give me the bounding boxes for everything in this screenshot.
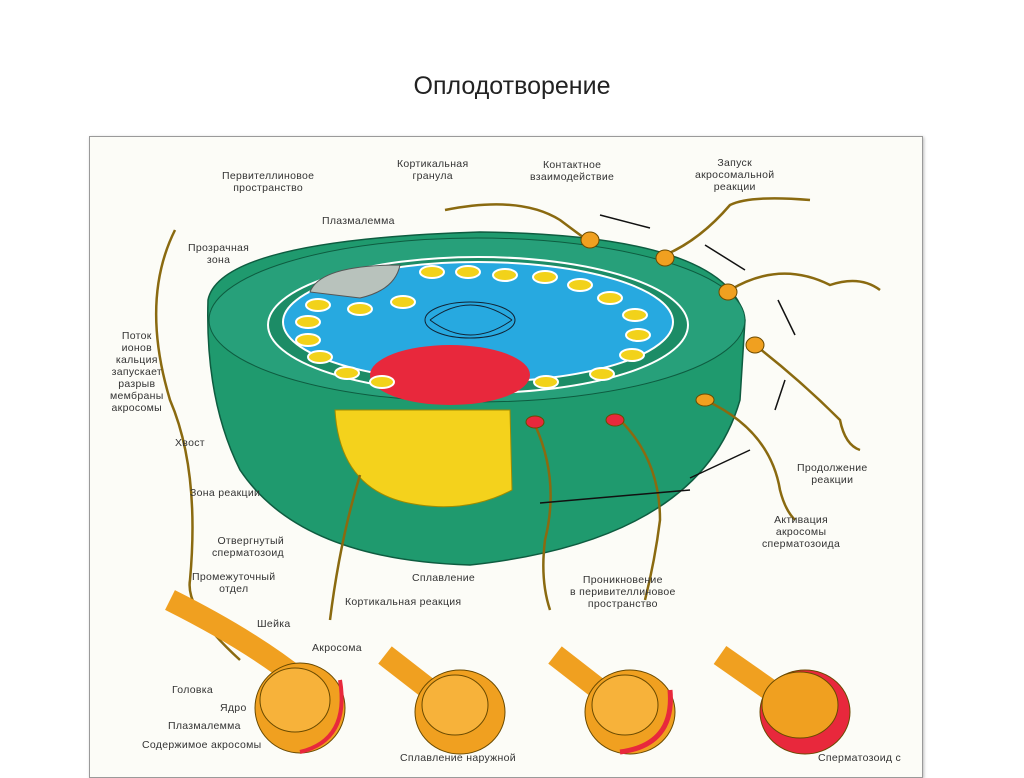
label-nucleus: Ядро bbox=[220, 702, 247, 714]
label-fusion: Сплавление bbox=[412, 572, 476, 584]
label-reaction-zone: Зона реакции bbox=[190, 487, 261, 499]
label-plasmalemma: Плазмалемма bbox=[322, 215, 395, 227]
label-tail: Хвост bbox=[175, 437, 205, 449]
sperm-detail-3 bbox=[548, 646, 676, 755]
label-head: Головка bbox=[172, 684, 214, 696]
label-acrosome: Акросома bbox=[312, 642, 362, 654]
label-neck: Шейка bbox=[257, 618, 291, 630]
grey-body bbox=[309, 264, 401, 299]
sperm-heads bbox=[525, 231, 765, 429]
spindle bbox=[424, 301, 516, 339]
arrows bbox=[539, 214, 796, 504]
reaction-zone bbox=[334, 409, 513, 508]
sperm-detail-1 bbox=[165, 590, 346, 754]
label-plasmalemma-2: Плазмалемма bbox=[168, 720, 241, 732]
label-outer-fusion: Сплавление наружной bbox=[400, 752, 516, 764]
label-acrosome-content: Содержимое акросомы bbox=[142, 739, 262, 751]
label-sperm-with: Сперматозоид с bbox=[818, 752, 902, 764]
slide-title: Оплодотворение bbox=[413, 72, 611, 100]
cortical-reaction-zone bbox=[370, 345, 530, 405]
sperm-detail-2 bbox=[378, 646, 506, 755]
cortical-granules bbox=[295, 265, 651, 389]
label-cortical-reaction: Кортикальная реакция bbox=[345, 596, 462, 608]
sperm-detail-4 bbox=[713, 645, 851, 755]
